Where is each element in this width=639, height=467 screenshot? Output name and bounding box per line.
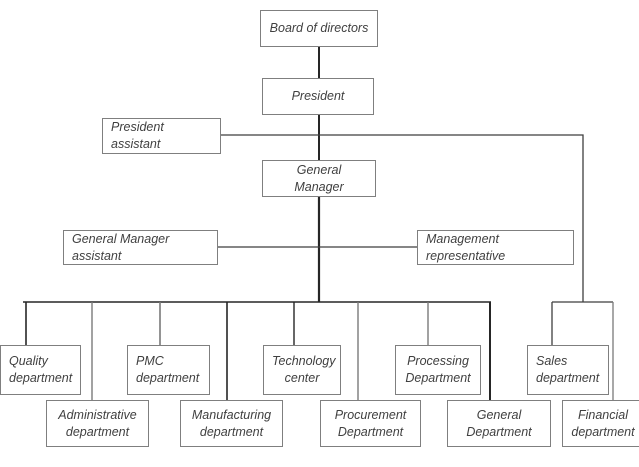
node-label-manufacturing-department: Manufacturing department (191, 407, 272, 439)
node-manufacturing-department[interactable]: Manufacturing department (180, 400, 283, 447)
node-label-procurement-department: Procurement Department (334, 407, 407, 439)
node-label-quality-department: Quality department (9, 354, 73, 385)
node-label-general-department: General Department (466, 407, 532, 439)
node-label-president-assistant: President assistant (111, 120, 164, 151)
node-processing-department[interactable]: Processing Department (395, 345, 481, 395)
node-label-board-of-directors: Board of directors (269, 21, 369, 35)
node-president[interactable]: President (262, 78, 374, 115)
node-pmc-department[interactable]: PMC department (127, 345, 210, 395)
node-president-assistant[interactable]: President assistant (102, 118, 221, 154)
node-general-manager-assistant[interactable]: General Manager assistant (63, 230, 218, 265)
node-financial-department[interactable]: Financial department (562, 400, 639, 447)
node-management-representative[interactable]: Management representative (417, 230, 574, 265)
node-label-general-manager-assistant: General Manager assistant (72, 231, 170, 263)
node-label-general-manager: General Manager (294, 162, 344, 194)
node-label-administrative-department: Administrative department (58, 407, 137, 439)
node-administrative-department[interactable]: Administrative department (46, 400, 149, 447)
node-label-sales-department: Sales department (536, 354, 600, 385)
node-label-president: President (291, 89, 345, 103)
node-quality-department[interactable]: Quality department (0, 345, 81, 395)
node-label-technology-center: Technology center (272, 354, 336, 385)
node-general-department[interactable]: General Department (447, 400, 551, 447)
node-board-of-directors[interactable]: Board of directors (260, 10, 378, 47)
node-sales-department[interactable]: Sales department (527, 345, 609, 395)
node-label-pmc-department: PMC department (136, 354, 200, 385)
node-procurement-department[interactable]: Procurement Department (320, 400, 421, 447)
node-label-processing-department: Processing Department (405, 354, 471, 385)
node-label-management-representative: Management representative (426, 231, 506, 263)
node-label-financial-department: Financial department (571, 407, 635, 439)
node-technology-center[interactable]: Technology center (263, 345, 341, 395)
node-general-manager[interactable]: General Manager (262, 160, 376, 197)
